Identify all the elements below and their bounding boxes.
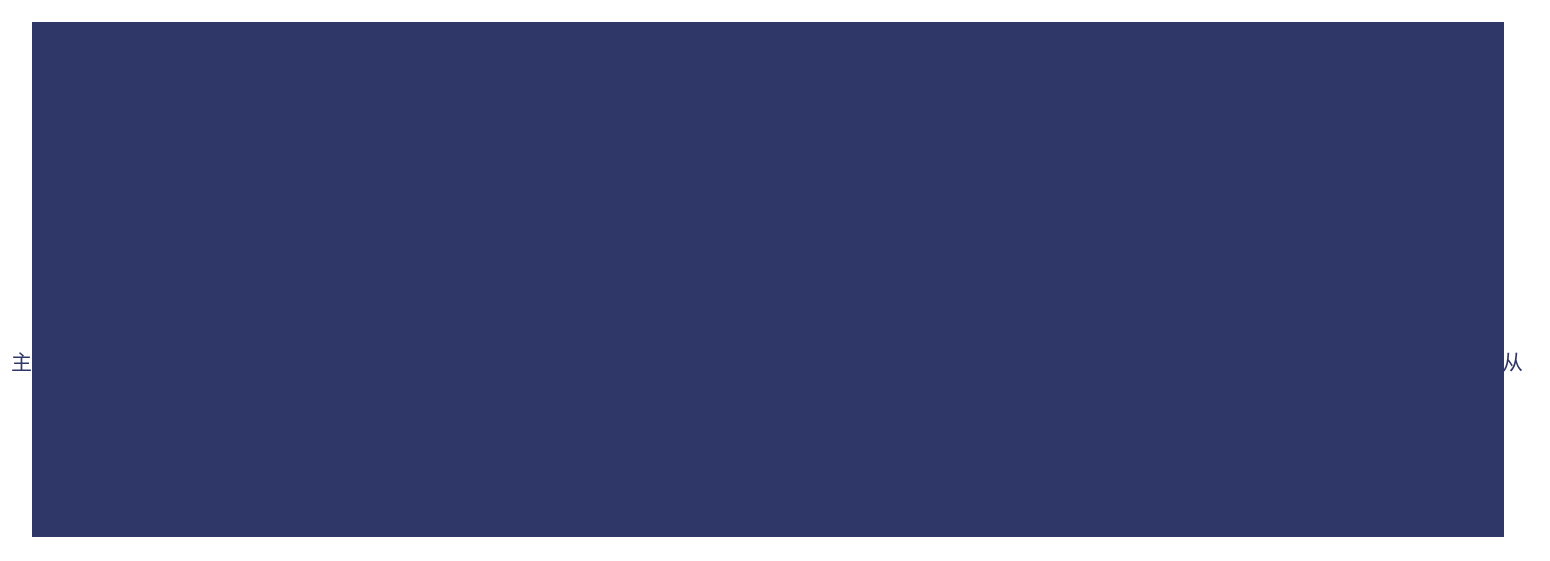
content-panel: [32, 22, 1504, 537]
clipped-glyph-right: 从: [1502, 351, 1523, 375]
clipped-glyph-left: 主: [12, 351, 32, 375]
